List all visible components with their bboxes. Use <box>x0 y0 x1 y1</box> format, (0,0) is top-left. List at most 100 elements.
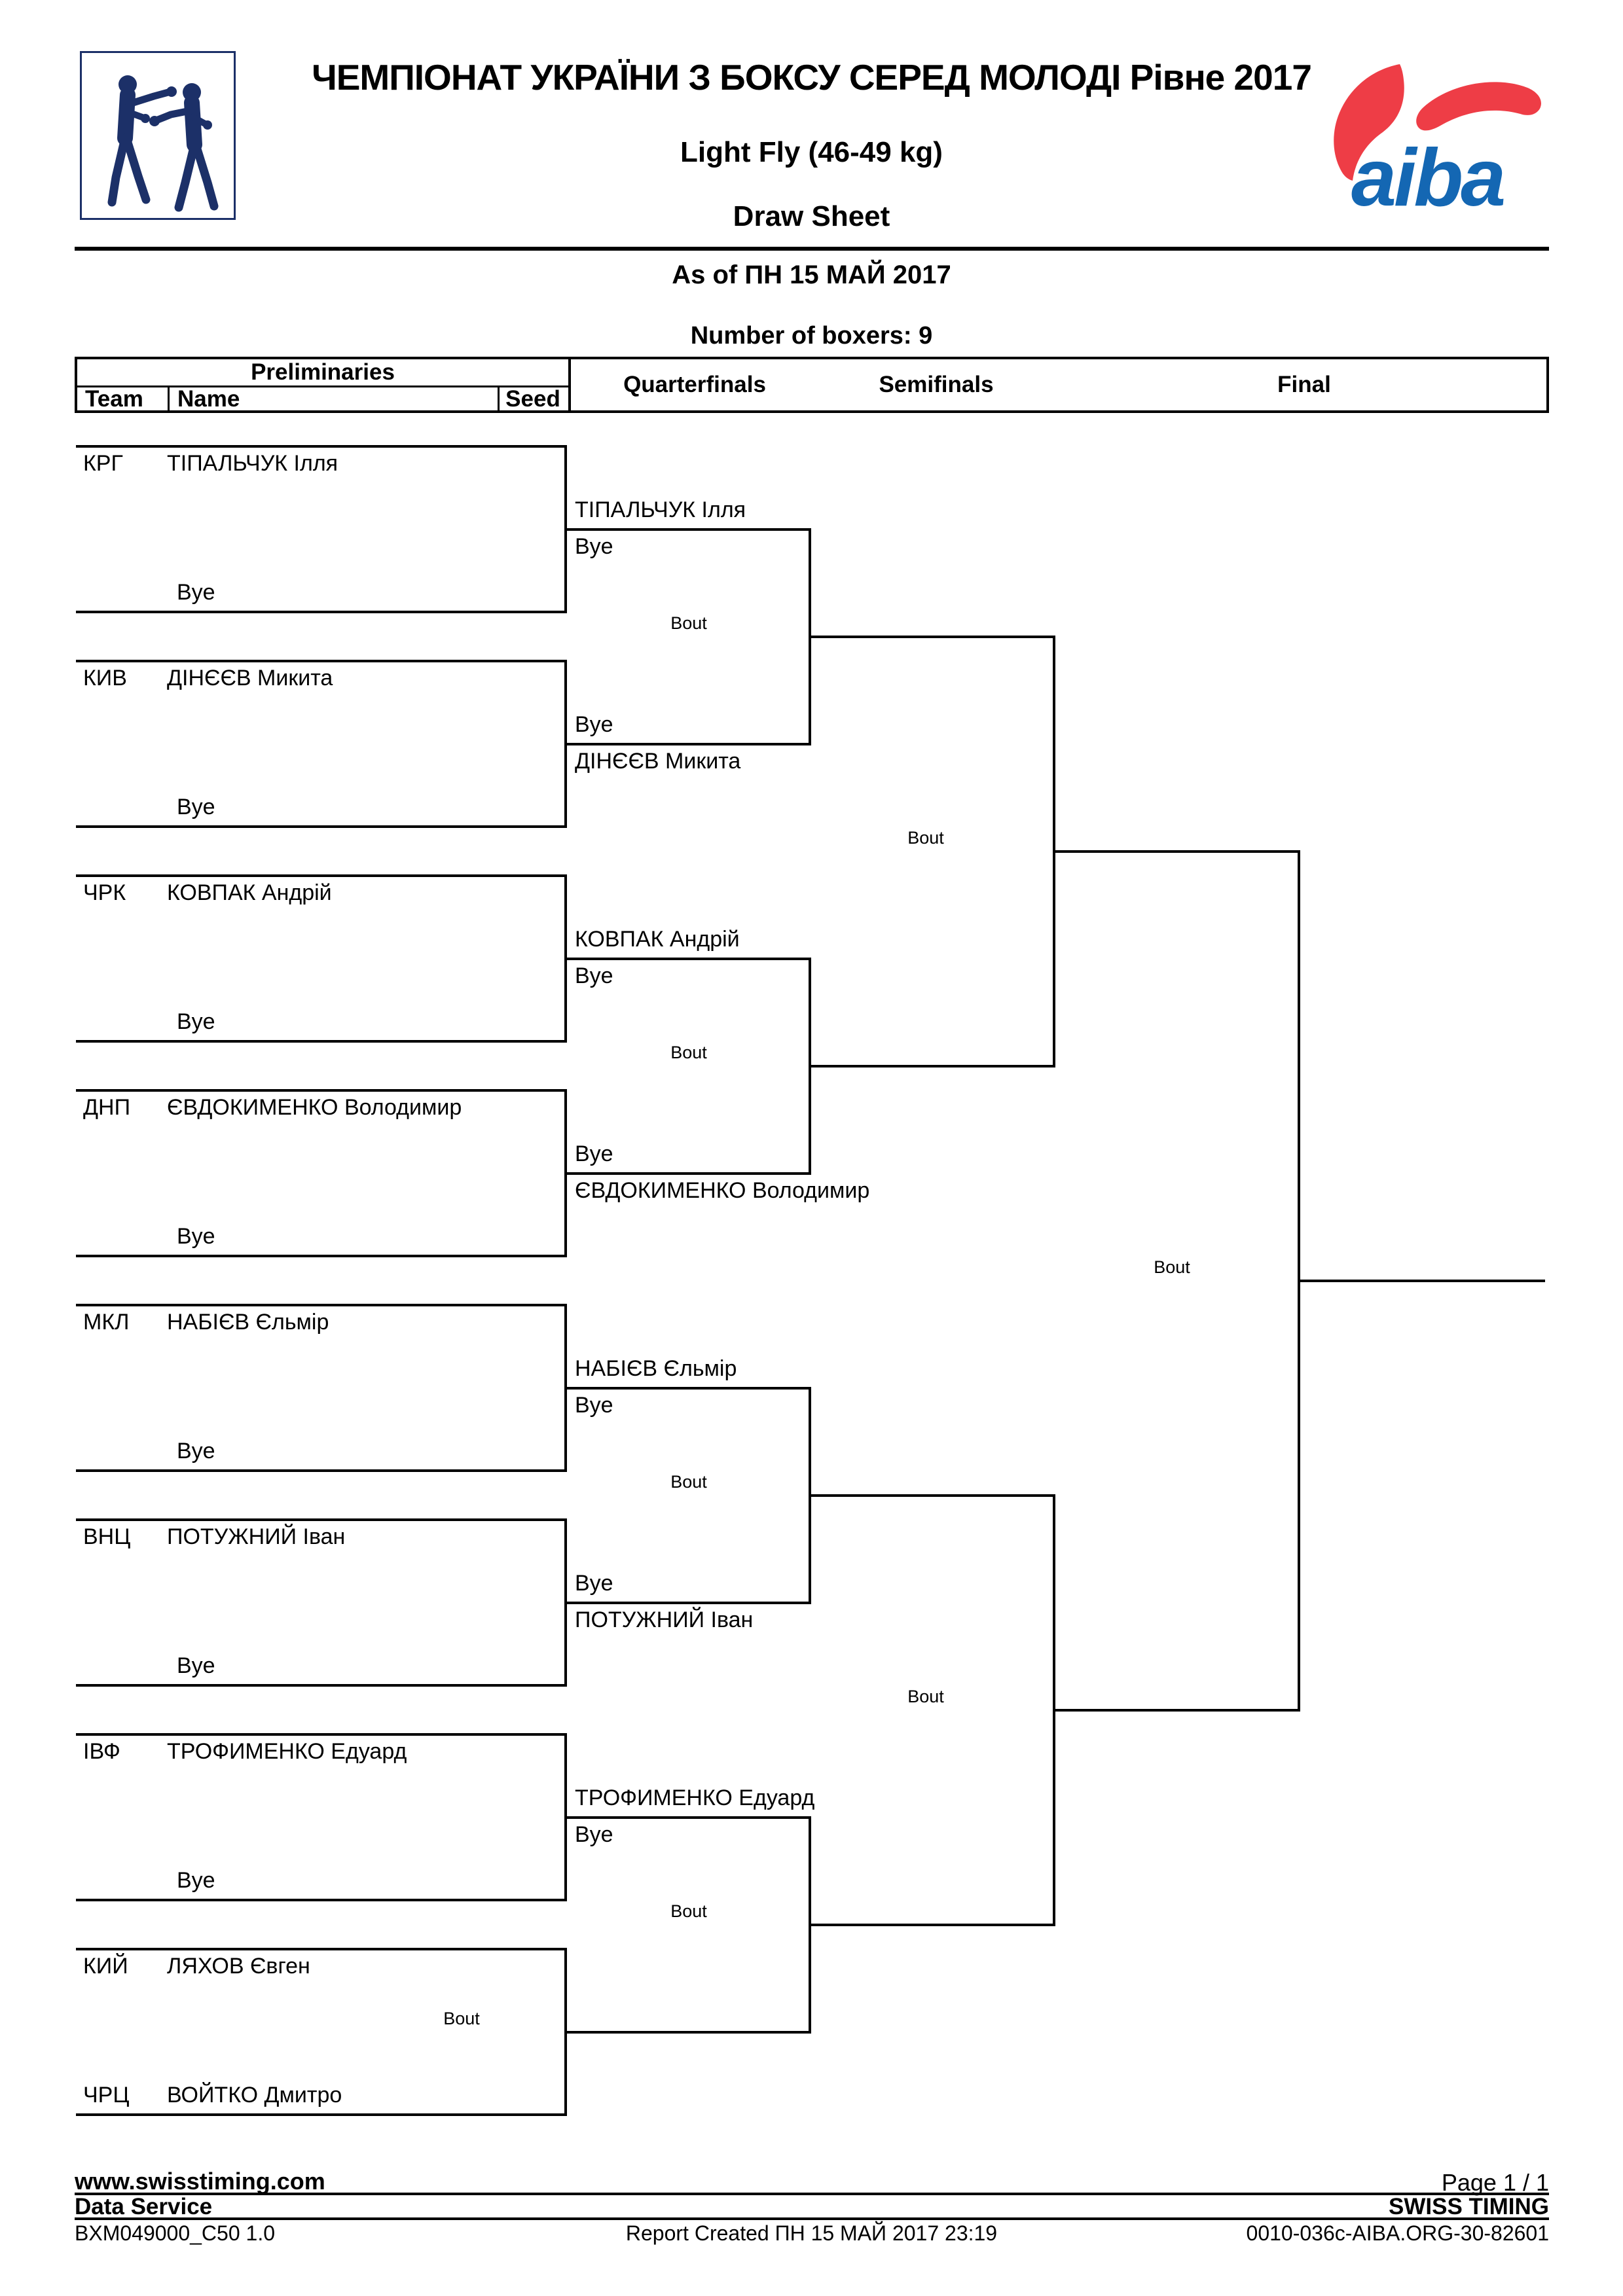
footer-url: www.swisstiming.com <box>75 2168 325 2195</box>
pair4-connector <box>564 1089 567 1257</box>
pair2-top-line <box>76 660 567 662</box>
column-semifinals: Semifinals <box>879 372 994 397</box>
qf2-bottom-line <box>567 1172 811 1175</box>
pair3-connector <box>564 874 567 1043</box>
column-quarterfinals: Quarterfinals <box>623 372 766 397</box>
qf4-bout-label: Bout <box>670 1901 707 1921</box>
pair8-team: КИЙ <box>83 1954 128 1979</box>
pair1-team: КРГ <box>83 451 123 476</box>
footer-file-code: BXM049000_C50 1.0 <box>75 2221 275 2245</box>
qf2-bout-label: Bout <box>670 1043 707 1062</box>
pair7-bye: Bye <box>177 1868 215 1893</box>
aiba-swoosh-left <box>1334 64 1404 181</box>
pair2-boxer: ДІНЄЄВ Микита <box>167 666 333 691</box>
pair4-bottom-line <box>76 1255 567 1257</box>
pair6-boxer: ПОТУЖНИЙ Іван <box>167 1524 346 1549</box>
qf5-bottom-name: Bye <box>575 1393 613 1418</box>
qf7-top-name: ТРОФИМЕНКО Едуард <box>575 1785 815 1810</box>
pair2-team: КИВ <box>83 666 127 691</box>
sheet-type: Draw Sheet <box>733 200 890 232</box>
column-seed: Seed <box>505 386 560 412</box>
final-top-line <box>1055 850 1300 853</box>
boxers-icon <box>107 75 219 212</box>
pair6-bye: Bye <box>177 1653 215 1678</box>
page-title: ЧЕМПІОНАТ УКРАЇНИ З БОКСУ СЕРЕД МОЛОДІ Р… <box>312 57 1312 98</box>
pair1-connector <box>564 445 567 613</box>
pair8-boxer: ЛЯХОВ Євген <box>167 1954 310 1979</box>
qf1-connector <box>809 528 811 745</box>
qf1-bout-label: Bout <box>670 613 707 633</box>
final-bout-label: Bout <box>1154 1257 1190 1277</box>
qf2-bottom-name: ДІНЄЄВ Микита <box>575 749 741 774</box>
pair1-bottom-line <box>76 611 567 613</box>
sf2-bout-label: Bout <box>907 1687 944 1706</box>
header-rule <box>75 247 1549 251</box>
pair8-connector <box>564 1948 567 2116</box>
qf4-bottom-name: ЄВДОКИМЕНКО Володимир <box>575 1178 870 1203</box>
pair4-bye: Bye <box>177 1224 215 1249</box>
pair1-bye: Bye <box>177 580 215 605</box>
pair7-connector <box>564 1733 567 1901</box>
pair8-bottom-line <box>76 2113 567 2116</box>
pair5-bottom-line <box>76 1469 567 1472</box>
qf5-top-name: НАБІЄВ Єльмір <box>575 1356 737 1381</box>
qf1-bottom-name: Bye <box>575 534 613 559</box>
champion-line <box>1300 1280 1545 1282</box>
qf3-top-name: КОВПАК Андрій <box>575 927 740 952</box>
pair8-opponent-team: ЧРЦ <box>83 2083 130 2108</box>
qf6-top-name: Bye <box>575 1571 613 1596</box>
sf2-bottom-line <box>811 1924 1055 1926</box>
pair6-top-line <box>76 1518 567 1521</box>
pair4-top-line <box>76 1089 567 1092</box>
qf1-bottom-line <box>567 743 811 745</box>
pair5-boxer: НАБІЄВ Єльмір <box>167 1310 329 1335</box>
aiba-logo: aiba <box>1295 60 1550 223</box>
qf6-bottom-name: ПОТУЖНИЙ Іван <box>575 1607 754 1632</box>
qf4-top-name: Bye <box>575 1141 613 1166</box>
sf1-connector <box>1053 636 1055 1067</box>
qf3-connector <box>809 1387 811 1604</box>
pair4-team: ДНП <box>83 1095 131 1120</box>
qf7-bottom-name: Bye <box>575 1822 613 1847</box>
qf4-top-line <box>567 1816 811 1819</box>
footer-report-created: Report Created ПН 15 МАЙ 2017 23:19 <box>625 2221 998 2245</box>
pair2-connector <box>564 660 567 828</box>
pair5-bye: Bye <box>177 1439 215 1463</box>
pair3-top-line <box>76 874 567 877</box>
column-preliminaries: Preliminaries <box>77 359 568 387</box>
footer-page-number: Page 1 / 1 <box>1441 2169 1549 2196</box>
pair8-opponent-boxer: ВОЙТКО Дмитро <box>167 2083 342 2108</box>
aiba-wordmark: aiba <box>1351 133 1504 221</box>
qf3-bout-label: Bout <box>670 1472 707 1492</box>
qf3-bottom-line <box>567 1602 811 1604</box>
sf2-top-line <box>811 1494 1055 1497</box>
pair5-top-line <box>76 1304 567 1306</box>
boxers-count: Number of boxers: 9 <box>690 322 933 350</box>
pair1-top-line <box>76 445 567 448</box>
pair4-boxer: ЄВДОКИМЕНКО Володимир <box>167 1095 462 1120</box>
footer-brand: SWISS TIMING <box>1389 2194 1549 2219</box>
qf4-bottom-line <box>567 2031 811 2034</box>
sf1-top-line <box>811 636 1055 638</box>
prelim-bout-label: Bout <box>443 2009 480 2028</box>
sf2-connector <box>1053 1494 1055 1926</box>
qf1-top-name: ТІПАЛЬЧУК Ілля <box>575 497 746 522</box>
qf4-connector <box>809 1816 811 2034</box>
pair6-team: ВНЦ <box>83 1524 131 1549</box>
pair6-bottom-line <box>76 1684 567 1687</box>
pair7-team: ІВФ <box>83 1739 120 1764</box>
pair7-bottom-line <box>76 1899 567 1901</box>
pair8-top-line <box>76 1948 567 1950</box>
qf3-bottom-name: Bye <box>575 963 613 988</box>
qf2-top-name: Bye <box>575 712 613 737</box>
pair1-boxer: ТІПАЛЬЧУК Ілля <box>167 451 338 476</box>
column-final: Final <box>1277 372 1331 397</box>
pair5-team: МКЛ <box>83 1310 130 1335</box>
final-bottom-line <box>1055 1709 1300 1712</box>
footer-service: Data Service <box>75 2194 213 2219</box>
column-team: Team <box>77 386 170 412</box>
footer-rule-1 <box>75 2193 1549 2195</box>
as-of-date: As of ПН 15 МАЙ 2017 <box>672 260 951 289</box>
aiba-logo-icon: aiba <box>1334 64 1541 223</box>
